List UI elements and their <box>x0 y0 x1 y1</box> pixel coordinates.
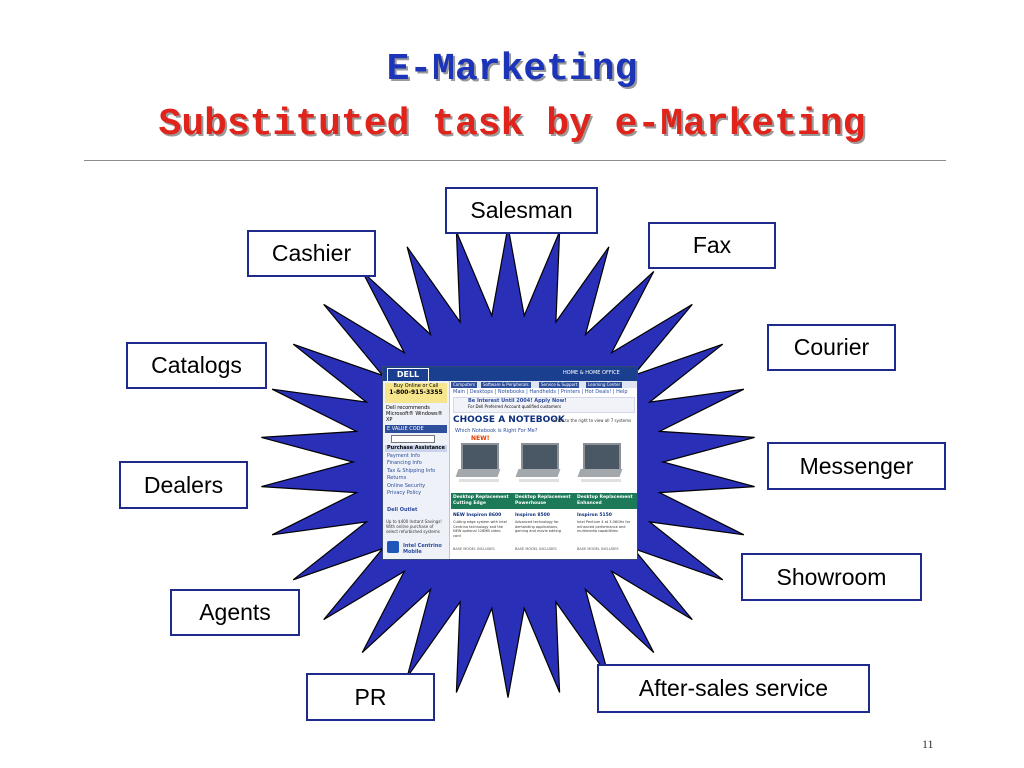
phone-number: 1-800-915-3355 <box>389 389 443 396</box>
label-after-sales-service: After-sales service <box>597 664 870 713</box>
evalue-input <box>391 435 435 443</box>
dell-outlet-link: Dell Outlet <box>387 507 418 513</box>
laptop-image <box>515 443 561 483</box>
base-model-label: BASE MODEL INCLUDES <box>515 547 557 551</box>
label-messenger: Messenger <box>767 442 946 490</box>
label-pr: PR <box>306 673 435 721</box>
purchase-assistance-heading: Purchase Assistance <box>385 445 447 452</box>
site-tab: Computers <box>451 382 477 388</box>
phone-box: Buy Online or Call 1-800-915-3355 <box>385 383 447 403</box>
purchase-links: Payment Info Financing Info Tax & Shippi… <box>387 453 435 497</box>
base-model-label: BASE MODEL INCLUDES <box>453 547 495 551</box>
page-number: 11 <box>922 737 934 751</box>
label-catalogs: Catalogs <box>126 342 267 389</box>
purchase-link: Returns <box>387 475 407 482</box>
purchase-link: Payment Info <box>387 453 420 459</box>
model-name: Inspiron 8500 <box>515 513 550 518</box>
model-name: NEW Inspiron 8600 <box>453 513 502 518</box>
category-row <box>451 493 637 509</box>
label-courier: Courier <box>767 324 896 371</box>
slide-subtitle: Substituted task by e-Marketing <box>158 103 866 146</box>
promo-banner: Be Interest Until 2004! Apply Now! For D… <box>453 397 635 413</box>
outlet-promo: Up to $400 Instant Savings! With online … <box>386 519 442 534</box>
intel-label: Intel Centrino Mobile <box>403 543 442 555</box>
purchase-link: Tax & Shipping Info <box>387 467 436 474</box>
laptop-image <box>577 443 623 483</box>
dell-recommends: Dell recommends Microsoft® Windows® XP <box>386 405 443 423</box>
label-dealers: Dealers <box>119 461 248 509</box>
intel-logo-icon <box>387 541 399 553</box>
laptop-image <box>455 443 501 483</box>
purchase-link: Privacy Policy <box>387 490 422 497</box>
sub-navigation: Main | Desktops | Notebooks | Handhelds … <box>453 389 628 395</box>
model-description: Cutting edge system with Intel Centrino … <box>453 520 507 538</box>
left-sidebar: Buy Online or Call 1-800-915-3355 Dell r… <box>383 381 450 559</box>
banner-subtext: For Dell Preferred Account qualified cus… <box>468 404 562 409</box>
which-notebook-link: Which Notebook is Right For Me? <box>455 428 538 434</box>
purchase-link: Online Security <box>387 482 426 489</box>
choose-hint: Scroll to the right to view all 7 system… <box>553 418 632 423</box>
site-tab: Learning Center <box>586 382 623 388</box>
label-showroom: Showroom <box>741 553 922 601</box>
buy-line: Buy Online or Call <box>393 383 439 389</box>
label-salesman: Salesman <box>445 187 598 234</box>
title-divider <box>84 160 946 161</box>
label-cashier: Cashier <box>247 230 376 277</box>
choose-notebook-heading: CHOOSE A NOTEBOOK <box>453 415 565 425</box>
purchase-link: Financing Info <box>387 460 422 467</box>
banner-text: Be Interest Until 2004! Apply Now! <box>468 398 567 404</box>
site-tab: Software & Peripherals <box>481 382 531 388</box>
evalue-code-label: E VALUE CODE <box>385 425 447 433</box>
dell-website-screenshot: DELL HOME & HOME OFFICE Buy Online or Ca… <box>382 366 638 560</box>
site-header: DELL HOME & HOME OFFICE <box>383 367 637 382</box>
model-name: Inspiron 5150 <box>577 513 612 518</box>
model-description: Intel Pentium 4 at 3.06GHz for enhanced … <box>577 520 631 533</box>
segment-label: HOME & HOME OFFICE <box>563 370 620 376</box>
dell-logo: DELL <box>387 368 429 382</box>
label-agents: Agents <box>170 589 300 636</box>
site-tabs: Computers Software & Peripherals Service… <box>451 381 637 388</box>
slide-title: E-Marketing <box>386 48 638 91</box>
model-description: Advanced technology for demanding applic… <box>515 520 561 533</box>
new-badge: NEW! <box>471 435 490 442</box>
label-fax: Fax <box>648 222 776 269</box>
site-tab: Service & Support <box>539 382 580 388</box>
base-model-label: BASE MODEL INCLUDES <box>577 547 619 551</box>
